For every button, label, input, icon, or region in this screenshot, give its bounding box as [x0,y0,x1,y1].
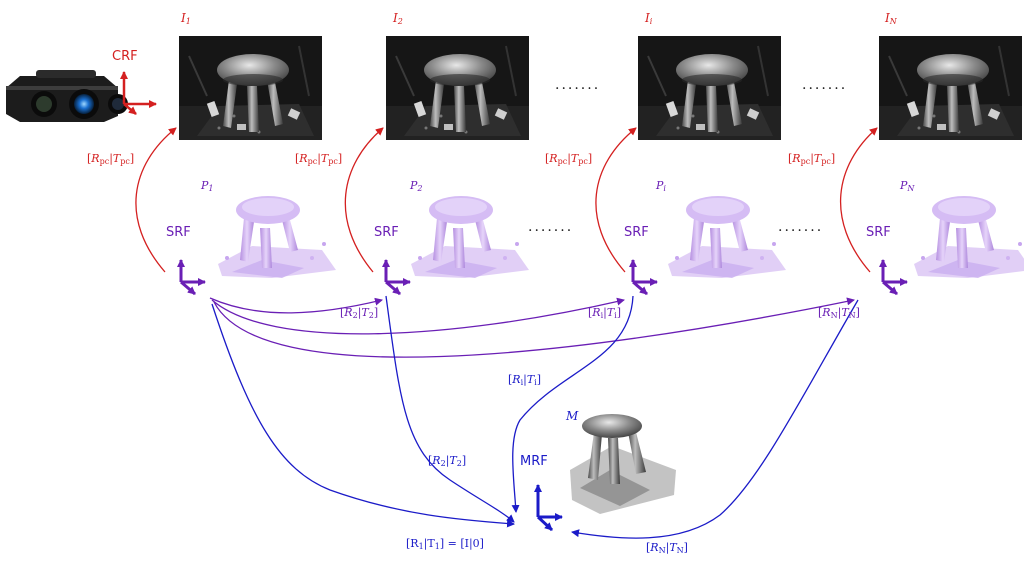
label-ri-ti-model: [Ri|Ti] [508,373,542,387]
label-rpc-tpc-3: [Rpc|Tpc] [545,152,593,166]
image-i1 [178,35,323,141]
srf-frame-icon-2 [386,260,410,294]
label-rpc-tpc-2: [Rpc|Tpc] [295,152,343,166]
label-i2: I2 [393,11,403,26]
label-p2: P2 [410,179,423,193]
model-transform-arrows [211,295,859,539]
pointcloud-pi [668,196,786,278]
label-r1-t1: [R1|T1] = [I|0] [406,537,484,551]
label-rpc-tpc-1: [Rpc|Tpc] [87,152,135,166]
srf-frame-icon-1 [181,260,205,294]
label-r2-t2-model: [R2|T2] [428,454,467,468]
model-m [570,414,676,514]
label-rpc-tpc-4: [Rpc|Tpc] [788,152,836,166]
label-srf-n: SRF [866,225,891,240]
label-srf-1: SRF [166,225,191,240]
pc-transform-arrows [135,127,878,273]
label-pn: PN [900,179,915,193]
camera-icon [6,70,128,122]
label-pi: Pi [656,179,666,193]
label-model: M [566,409,579,423]
label-mrf: MRF [520,454,548,469]
pointcloud-p2 [411,196,529,278]
label-crf: CRF [112,49,138,64]
label-i1: I1 [181,11,191,26]
ellipsis-images-2: ....... [802,77,848,93]
label-r2-t2: [R2|T2] [340,306,379,320]
label-in: IN [885,11,897,26]
crf-frame-icon [120,71,157,115]
label-srf-i: SRF [624,225,649,240]
pointcloud-p1 [218,196,336,278]
mrf-frame-icon [534,484,563,532]
pointcloud-pn [914,196,1024,278]
ellipsis-pointclouds-1: ....... [528,219,574,235]
image-in [878,35,1023,141]
label-srf-2: SRF [374,225,399,240]
image-ii [637,35,782,141]
label-p1: P1 [201,179,214,193]
label-rn-tn-model: [RN|TN] [646,541,688,555]
srf-frame-icon-i [633,260,657,294]
label-rn-tn: [RN|TN] [818,306,860,320]
image-i2 [385,35,530,141]
label-ri-ti: [Ri|Ti] [588,306,622,320]
label-ii: Ii [645,11,653,26]
ellipsis-pointclouds-2: ....... [778,219,824,235]
srf-frame-icon-n [883,260,907,294]
ellipsis-images-1: ....... [555,77,601,93]
pairwise-transform-arrows [209,297,855,358]
